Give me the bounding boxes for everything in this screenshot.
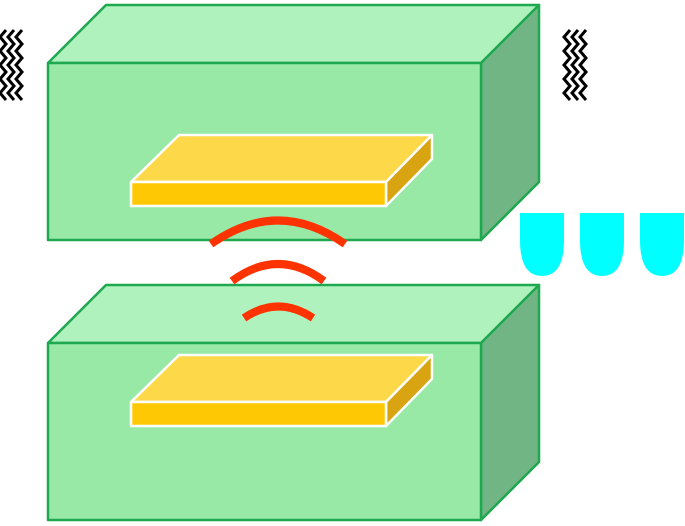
lower-plate-top-face — [129, 353, 434, 404]
upper-plate-top-face — [129, 133, 434, 184]
droplet-3 — [640, 213, 684, 276]
droplets — [520, 213, 684, 276]
upper-block — [46, 3, 541, 242]
droplet-1 — [520, 213, 564, 276]
signal-arcs — [208, 216, 348, 322]
signal-arc-medium — [229, 260, 327, 285]
upper-block-top-face — [46, 3, 541, 65]
signal-arc-small — [241, 302, 316, 322]
lower-block-top-face — [46, 283, 541, 345]
lower-block — [46, 283, 541, 522]
vibration-squiggle-left — [0, 29, 24, 101]
droplet-2 — [580, 213, 624, 276]
lower-plate — [129, 353, 434, 428]
upper-plate-front-face — [129, 180, 388, 208]
upper-plate — [129, 133, 434, 208]
signal-arc-large — [208, 216, 348, 248]
lower-plate-front-face — [129, 400, 388, 428]
vibration-squiggle-right — [562, 29, 588, 101]
